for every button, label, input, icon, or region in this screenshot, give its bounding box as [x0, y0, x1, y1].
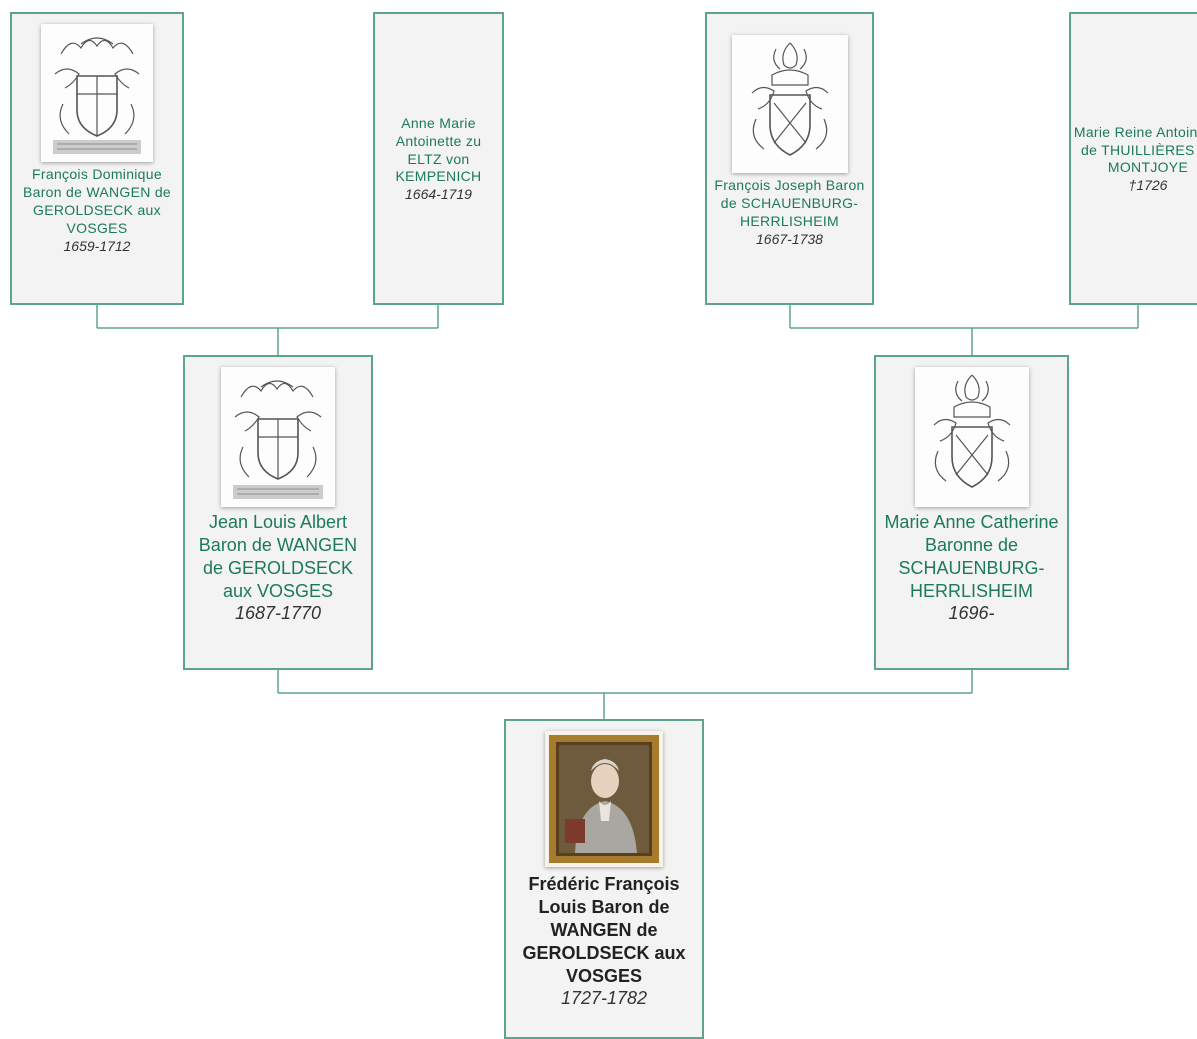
person-dates: †1726 — [1128, 177, 1168, 194]
person-card-root[interactable]: Frédéric François Louis Baron de WANGEN … — [504, 719, 704, 1039]
person-dates: 1659-1712 — [63, 237, 131, 254]
coat-of-arms-icon[interactable] — [731, 35, 848, 173]
coat-of-arms-icon[interactable] — [914, 367, 1029, 507]
coat-of-arms-icon[interactable] — [41, 24, 153, 162]
person-name[interactable]: Marie Reine Antoinette de THUILLIÈRES de… — [1073, 123, 1197, 176]
person-card-mother[interactable]: Marie Anne Catherine Baronne de SCHAUENB… — [874, 355, 1069, 670]
person-dates: 1727-1782 — [560, 988, 648, 1009]
person-name[interactable]: Frédéric François Louis Baron de WANGEN … — [522, 874, 686, 987]
person-dates: 1696- — [948, 603, 995, 624]
person-dates: 1687-1770 — [234, 603, 322, 624]
person-card-paternal-grandmother[interactable]: Anne Marie Antoinette zu ELTZ von KEMPEN… — [373, 12, 504, 305]
person-dates: 1667-1738 — [756, 230, 823, 247]
person-dates: 1664-1719 — [405, 186, 472, 203]
person-card-maternal-grandmother[interactable]: Marie Reine Antoinette de THUILLIÈRES de… — [1069, 12, 1197, 305]
person-name[interactable]: François Dominique Baron de WANGEN de GE… — [22, 166, 172, 236]
coat-of-arms-icon[interactable] — [221, 367, 335, 507]
person-name[interactable]: Anne Marie Antoinette zu ELTZ von KEMPEN… — [395, 114, 482, 185]
person-card-father[interactable]: Jean Louis Albert Baron de WANGEN de GER… — [183, 355, 373, 670]
portrait-icon[interactable] — [545, 731, 663, 867]
person-name[interactable]: François Joseph Baron de SCHAUENBURG-HER… — [714, 177, 865, 229]
person-name[interactable]: Jean Louis Albert Baron de WANGEN de GER… — [198, 512, 358, 602]
person-name[interactable]: Marie Anne Catherine Baronne de SCHAUENB… — [884, 512, 1059, 602]
person-card-paternal-grandfather[interactable]: François Dominique Baron de WANGEN de GE… — [10, 12, 184, 305]
person-card-maternal-grandfather[interactable]: François Joseph Baron de SCHAUENBURG-HER… — [705, 12, 874, 305]
